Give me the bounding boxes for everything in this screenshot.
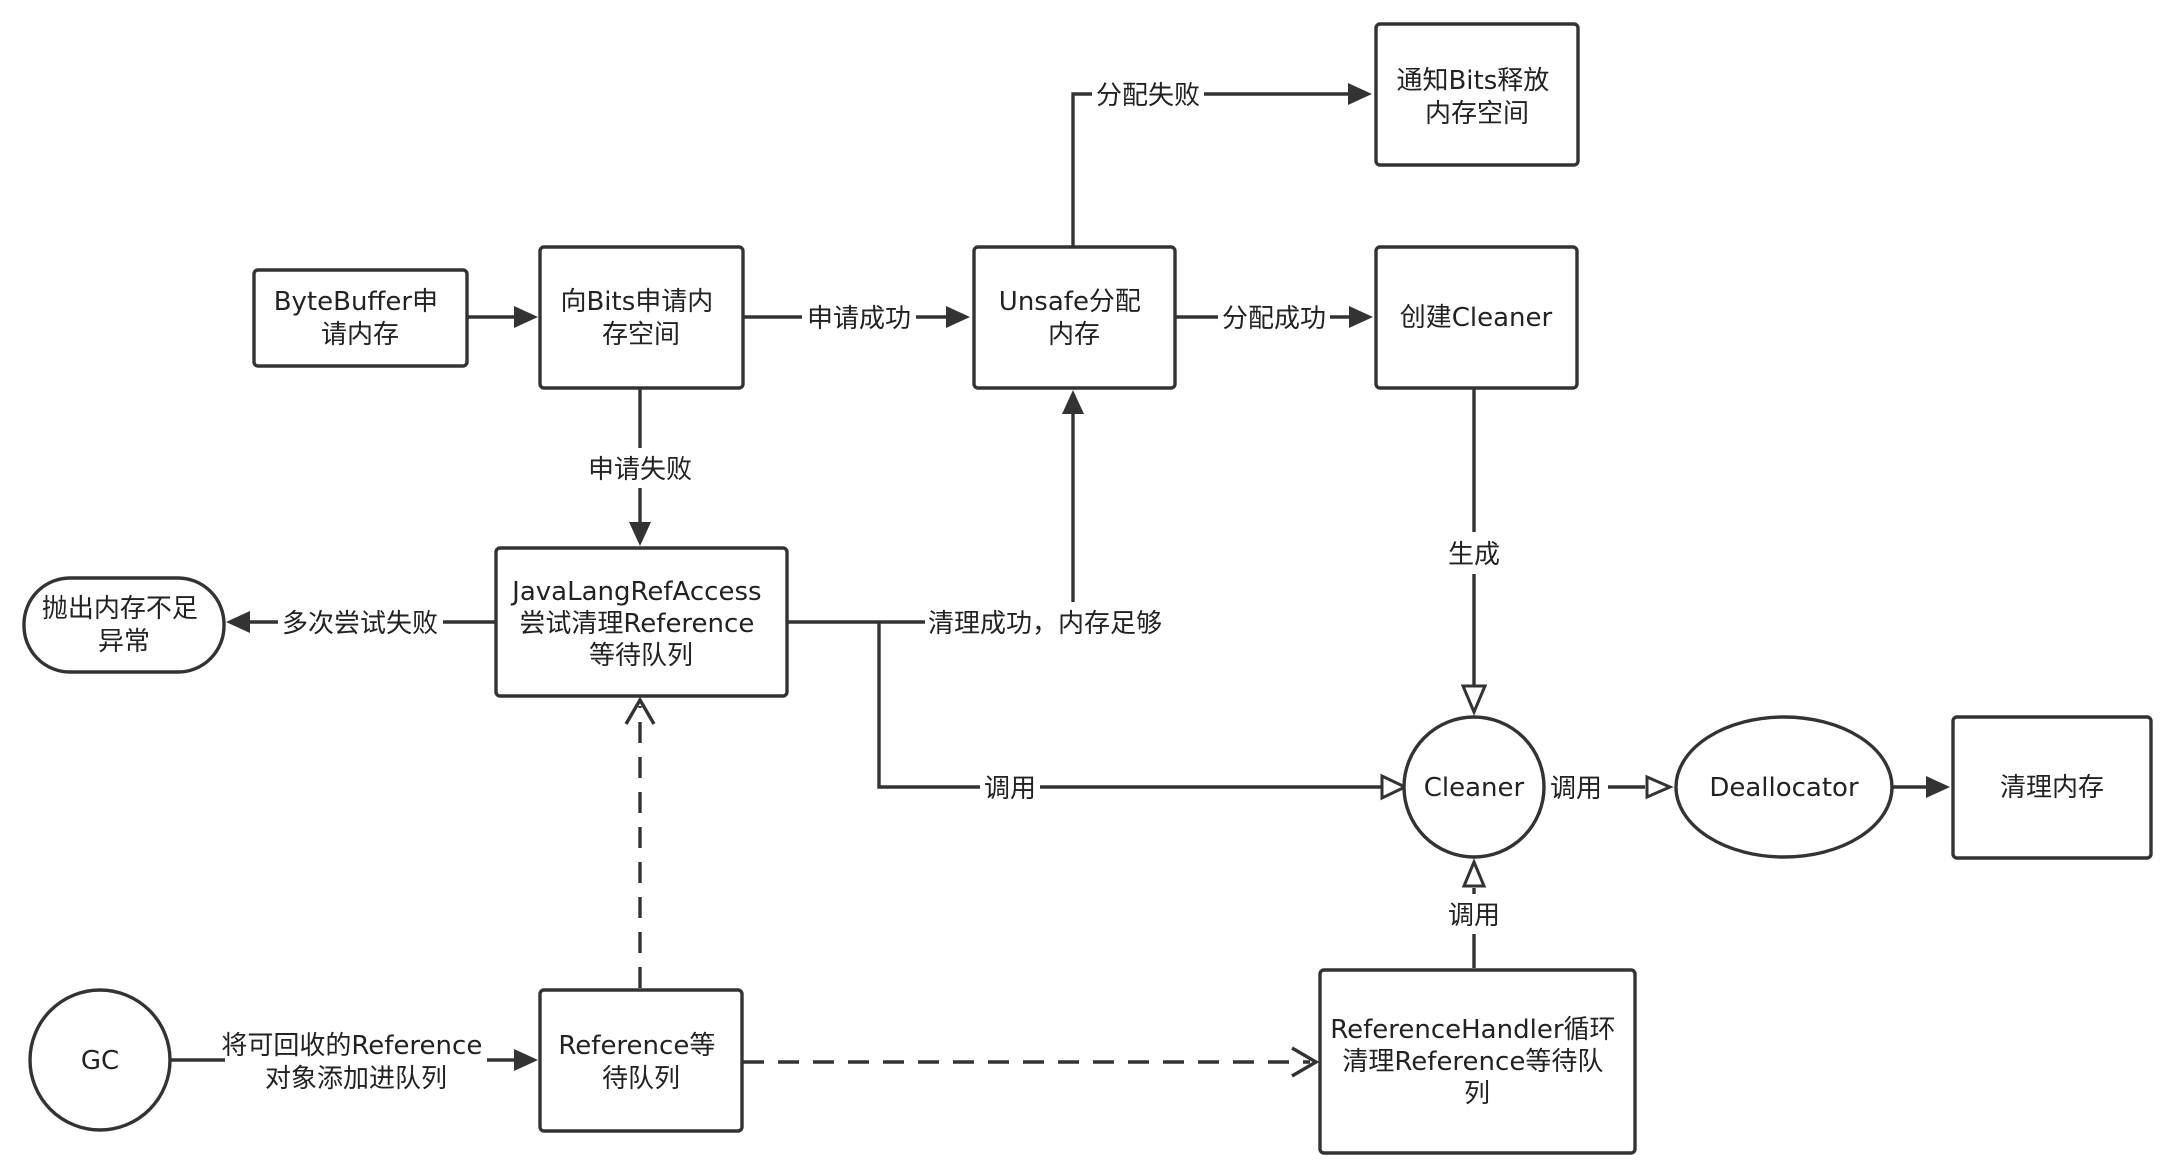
node-deallocator[interactable] — [1674, 715, 1894, 859]
node-ref-queue[interactable] — [538, 988, 744, 1133]
node-gc[interactable] — [28, 988, 172, 1132]
node-free-memory[interactable] — [1951, 715, 2153, 860]
arrowhead-ref-queue-to-jlra — [624, 696, 656, 725]
node-bytebuffer[interactable] — [252, 268, 469, 368]
label-apply-success: 申请成功 — [807, 304, 911, 334]
label-alloc-fail: 分配失败 — [1096, 81, 1200, 111]
arrowhead-bytebuffer-to-bits — [514, 306, 538, 328]
node-apply-bits[interactable] — [538, 245, 745, 390]
label-alloc-success: 分配成功 — [1222, 304, 1326, 334]
arrowhead-cleaner-to-deallocator — [1645, 774, 1674, 800]
arrowhead-ref-queue-to-ref-handler — [1291, 1046, 1320, 1078]
arrowhead-unsafe-to-create-cleaner — [1349, 306, 1373, 328]
label-clean-ok: 清理成功，内存足够 — [928, 609, 1162, 639]
unsafe-text: Unsafe分配 内存 — [999, 287, 1149, 350]
node-unsafe[interactable] — [972, 245, 1177, 390]
node-jlra[interactable] — [494, 546, 789, 698]
edge-jlra-to-unsafe — [787, 410, 1075, 624]
oom-text: 抛出内存不足 异常 — [42, 594, 206, 657]
notify-bits-text: 通知Bits释放 内存空间 — [1396, 66, 1557, 129]
deallocator-text: Deallocator — [1709, 773, 1859, 803]
node-oom[interactable] — [22, 576, 226, 674]
arrowhead-deallocator-to-free-memory — [1926, 776, 1950, 798]
jlra-text: JavaLangRefAccess 尝试清理Reference 等待队列 — [510, 577, 770, 671]
cleaner-text: Cleaner — [1424, 773, 1525, 803]
arrowhead-jlra-to-oom — [226, 611, 250, 633]
label-apply-fail: 申请失败 — [588, 455, 692, 485]
arrowhead-create-cleaner-to-cleaner — [1460, 684, 1488, 716]
node-cleaner[interactable] — [1402, 715, 1546, 859]
apply-bits-text: 向Bits申请内 存空间 — [560, 287, 721, 350]
edge-jlra-to-cleaner — [877, 622, 1382, 789]
label-invoke-jlra-cleaner: 调用 — [984, 774, 1036, 804]
arrowhead-ref-handler-to-cleaner — [1461, 858, 1487, 888]
ref-handler-text: ReferenceHandler循环 清理Reference等待队 列 — [1330, 1015, 1624, 1109]
arrowhead-unsafe-to-notify-bits — [1348, 83, 1372, 105]
label-invoke-cleaner-dealloc: 调用 — [1550, 774, 1602, 804]
node-ref-handler[interactable] — [1318, 968, 1637, 1155]
free-memory-text: 清理内存 — [2000, 773, 2104, 803]
ref-queue-text: Reference等 待队列 — [558, 1031, 723, 1094]
gc-text: GC — [81, 1046, 119, 1076]
node-create-cleaner[interactable] — [1374, 245, 1579, 390]
arrowhead-jlra-to-cleaner — [1380, 773, 1409, 801]
label-invoke-handler-cleaner: 调用 — [1448, 901, 1500, 931]
node-notify-bits[interactable] — [1374, 22, 1580, 167]
arrowhead-bits-to-jlra — [629, 522, 651, 546]
bytebuffer-text: ByteBuffer申 请内存 — [274, 287, 447, 350]
arrowhead-gc-to-ref-queue — [514, 1049, 538, 1071]
arrowhead-jlra-to-unsafe — [1062, 390, 1084, 414]
label-generate: 生成 — [1448, 540, 1500, 570]
label-gc-enqueue: 将可回收的Reference 对象添加进队列 — [221, 1031, 490, 1094]
edge-unsafe-to-notify-bits — [1071, 92, 1350, 247]
arrowhead-bits-to-unsafe — [946, 306, 970, 328]
create-cleaner-text: 创建Cleaner — [1400, 303, 1553, 333]
label-retry-fail: 多次尝试失败 — [282, 609, 438, 639]
